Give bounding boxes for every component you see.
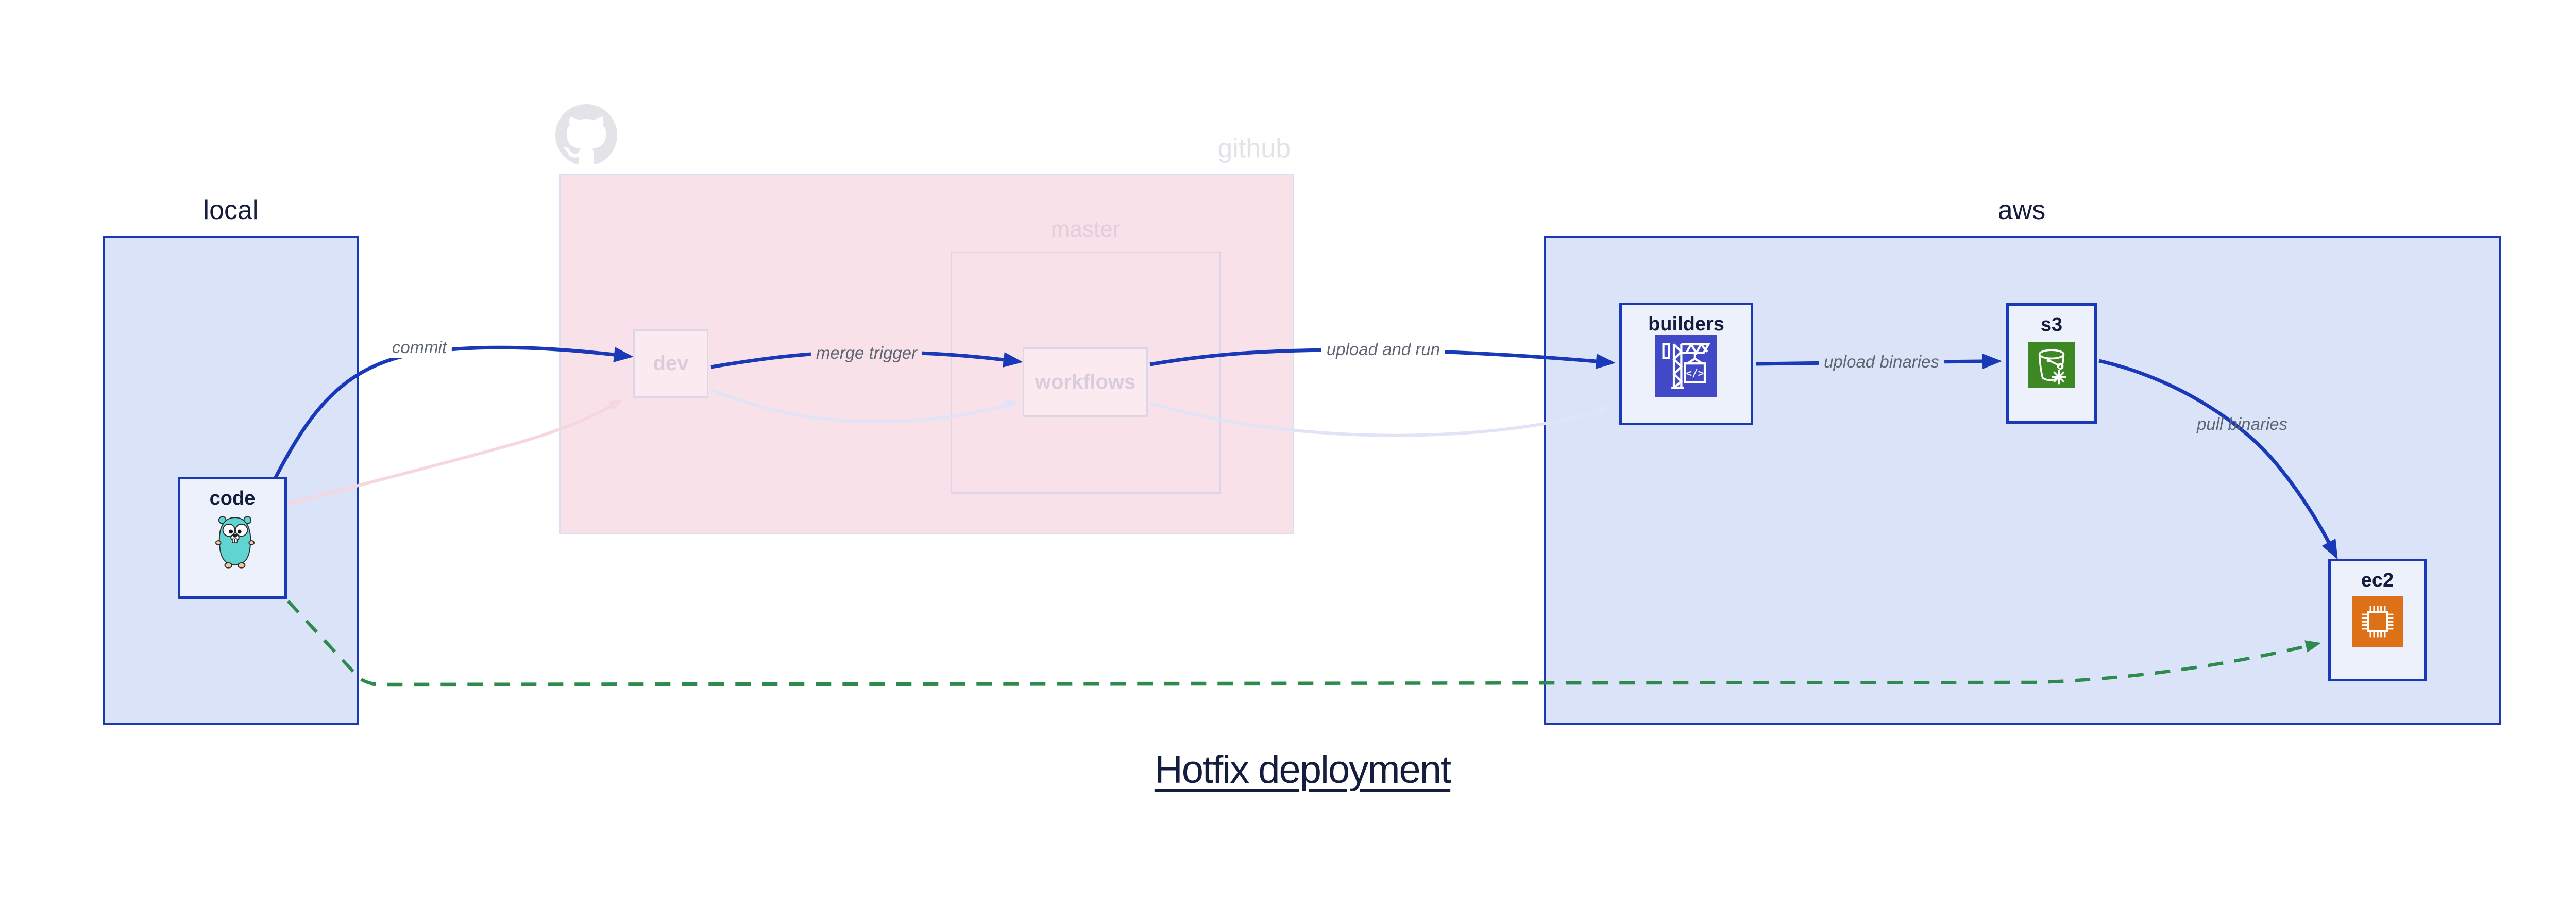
edge-hotfix-direct-deploy <box>286 599 2321 687</box>
node-code: code <box>178 477 287 599</box>
github-group-label: github <box>1217 133 1291 163</box>
edge-label-upload-binaries: upload binaries <box>1819 351 1944 373</box>
node-builders-label: builders <box>1648 313 1724 335</box>
node-s3: s3 <box>2006 303 2097 424</box>
edge-label-merge-trigger: merge trigger <box>810 342 923 364</box>
master-group-box <box>951 252 1221 494</box>
node-ec2-label: ec2 <box>2361 570 2394 591</box>
node-workflows-label: workflows <box>1035 371 1136 393</box>
edge-pull-binaries <box>2098 359 2338 560</box>
node-workflows: workflows <box>1023 347 1148 417</box>
go-gopher-icon <box>215 513 255 569</box>
master-group-label: master <box>1050 216 1121 242</box>
local-group-label: local <box>203 195 259 225</box>
edge-label-pull-binaries: pull binaries <box>2196 414 2288 433</box>
node-dev: dev <box>633 329 708 398</box>
aws-group-label: aws <box>1997 195 2046 225</box>
edge-faded-code-dev <box>287 399 623 506</box>
edge-faded-dev-workflows <box>710 388 1019 424</box>
edge-commit <box>273 345 634 480</box>
node-builders: builders </> <box>1619 303 1753 425</box>
aws-ec2-icon <box>2352 596 2403 647</box>
edge-faded-workflows-builders <box>1149 402 1611 437</box>
github-octocat-icon <box>555 104 617 169</box>
diagram-title: Hotfix deployment <box>1154 748 1451 792</box>
aws-codebuild-icon: </> <box>1655 335 1717 397</box>
edge-label-upload-and-run: upload and run <box>1321 339 1446 360</box>
node-code-label: code <box>209 488 256 509</box>
node-ec2: ec2 <box>2328 559 2427 681</box>
node-dev-label: dev <box>653 352 689 375</box>
edge-label-commit: commit <box>386 337 452 358</box>
node-s3-label: s3 <box>2040 314 2063 336</box>
svg-text:</>: </> <box>1686 367 1704 379</box>
aws-s3-glacier-icon <box>2028 342 2075 388</box>
